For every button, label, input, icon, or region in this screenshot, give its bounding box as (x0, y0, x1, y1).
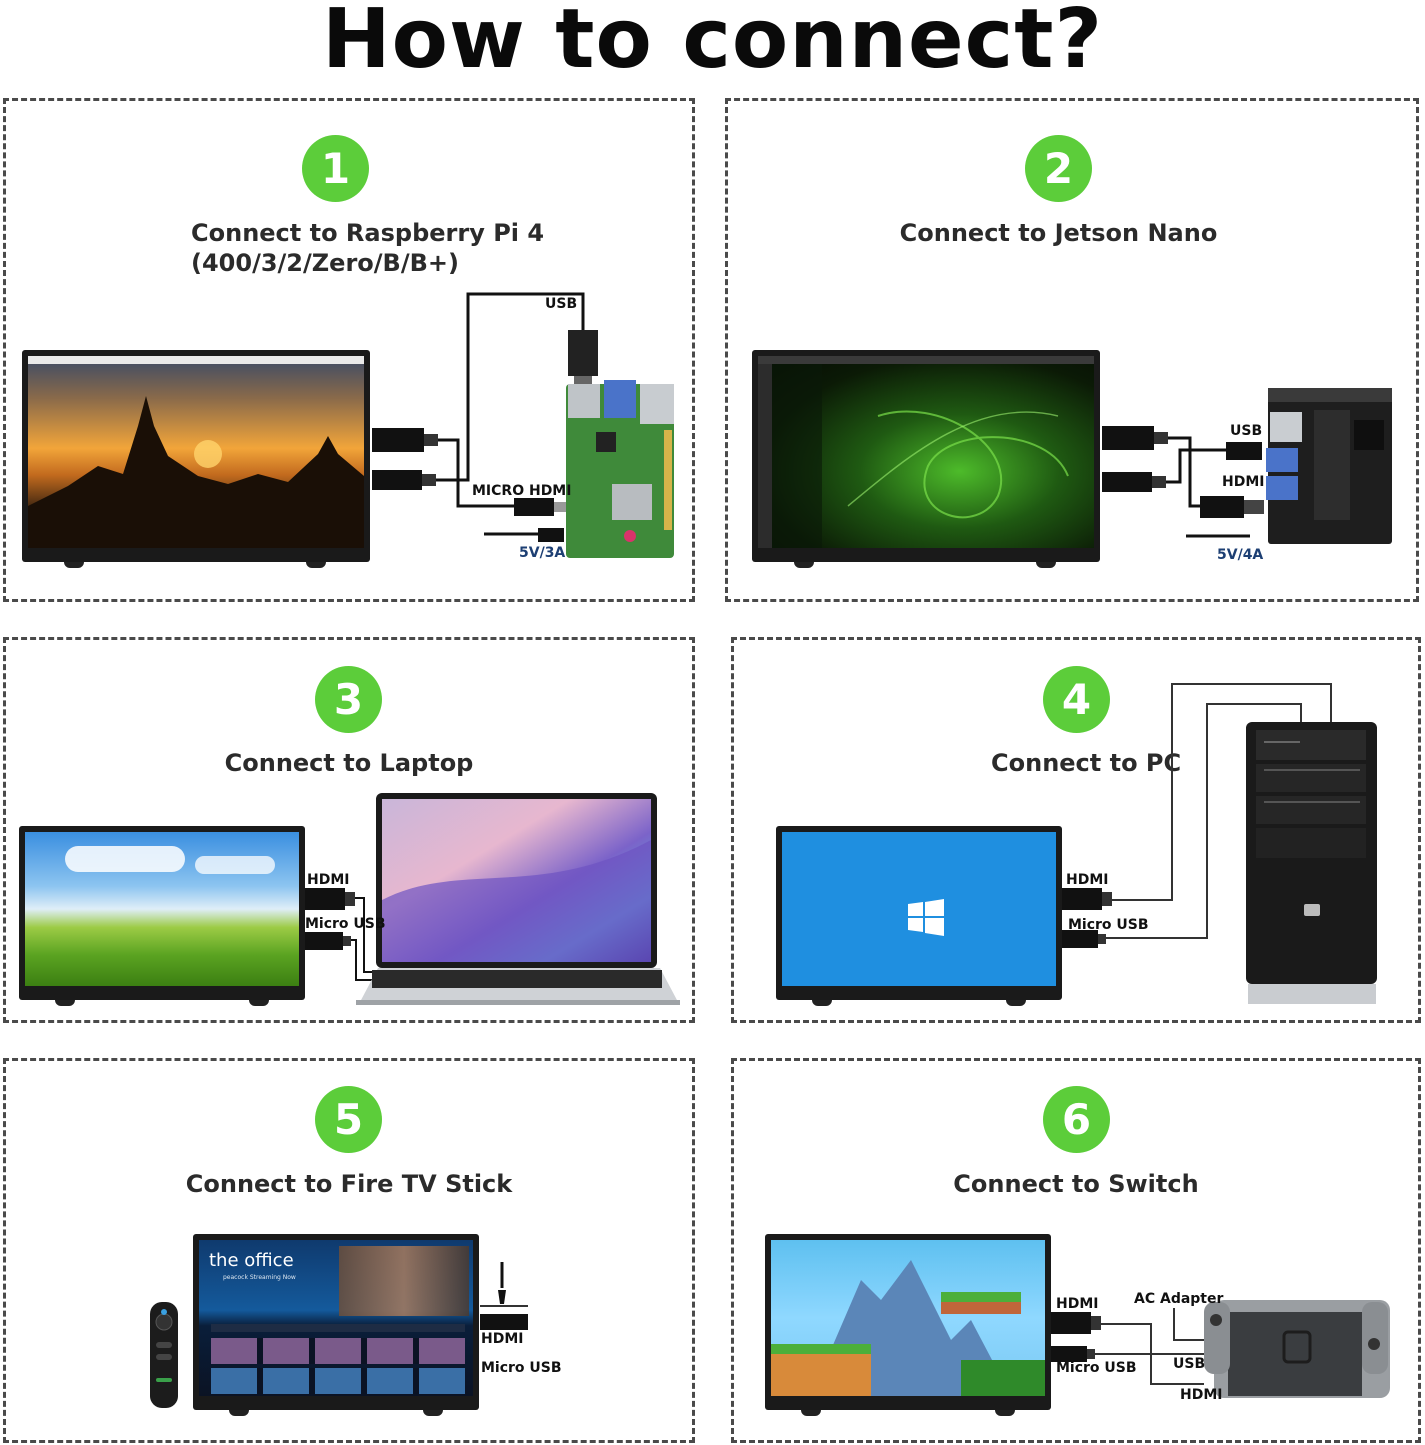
label-hdmi: HDMI (481, 1331, 524, 1347)
screen-brand-text: peacock Streaming Now (223, 1274, 296, 1281)
label-micro-usb: Micro USB (305, 916, 386, 932)
label-usb: USB (1173, 1356, 1206, 1372)
label-micro-usb: Micro USB (1056, 1360, 1137, 1376)
label-usb: USB (1230, 423, 1263, 439)
step-badge-1: 1 (302, 135, 369, 202)
monitor-display (19, 826, 305, 1006)
label-power: 5V/4A (1217, 547, 1264, 563)
windows-logo-icon (908, 899, 944, 936)
monitor-display: the office peacock Streaming Now (193, 1234, 479, 1416)
panel-3-title: Connect to Laptop (224, 749, 474, 777)
panel-jetson-nano (725, 98, 1419, 602)
monitor-display (752, 350, 1100, 568)
screen-show-title: the office (209, 1250, 294, 1271)
step-badge-4: 4 (1043, 666, 1110, 733)
label-usb: USB (545, 296, 578, 312)
step-badge-5: 5 (315, 1086, 382, 1153)
panel-laptop (3, 637, 695, 1023)
panel-2-title: Connect to Jetson Nano (899, 219, 1218, 247)
step-badge-6: 6 (1043, 1086, 1110, 1153)
panel-4-title: Connect to PC (991, 749, 1182, 777)
panel-pc (731, 637, 1421, 1023)
step-badge-2: 2 (1025, 135, 1092, 202)
label-hdmi: HDMI (1066, 872, 1109, 888)
label-micro-usb: Micro USB (481, 1360, 562, 1376)
step-badge-3: 3 (315, 666, 382, 733)
panel-switch (731, 1058, 1421, 1443)
panel-1-title: Connect to Raspberry Pi 4 (191, 219, 545, 247)
label-hdmi: HDMI (307, 872, 350, 888)
panel-fire-tv-stick (3, 1058, 695, 1443)
label-hdmi-left: HDMI (1056, 1296, 1099, 1312)
label-micro-usb: Micro USB (1068, 917, 1149, 933)
label-ac-adapter: AC Adapter (1134, 1291, 1224, 1307)
label-micro-hdmi: MICRO HDMI (472, 483, 572, 499)
monitor-display (22, 350, 370, 568)
panel-5-title: Connect to Fire TV Stick (185, 1170, 513, 1198)
panel-raspberry-pi (3, 98, 695, 602)
panel-1-subtitle: (400/3/2/Zero/B/B+) (191, 249, 459, 277)
label-hdmi: HDMI (1222, 474, 1265, 490)
label-hdmi-bottom: HDMI (1180, 1387, 1223, 1403)
monitor-display (765, 1234, 1051, 1416)
panel-6-title: Connect to Switch (953, 1170, 1199, 1198)
monitor-display (776, 826, 1062, 1006)
label-power: 5V/3A (519, 545, 566, 561)
page-title: How to connect? (321, 0, 1104, 87)
